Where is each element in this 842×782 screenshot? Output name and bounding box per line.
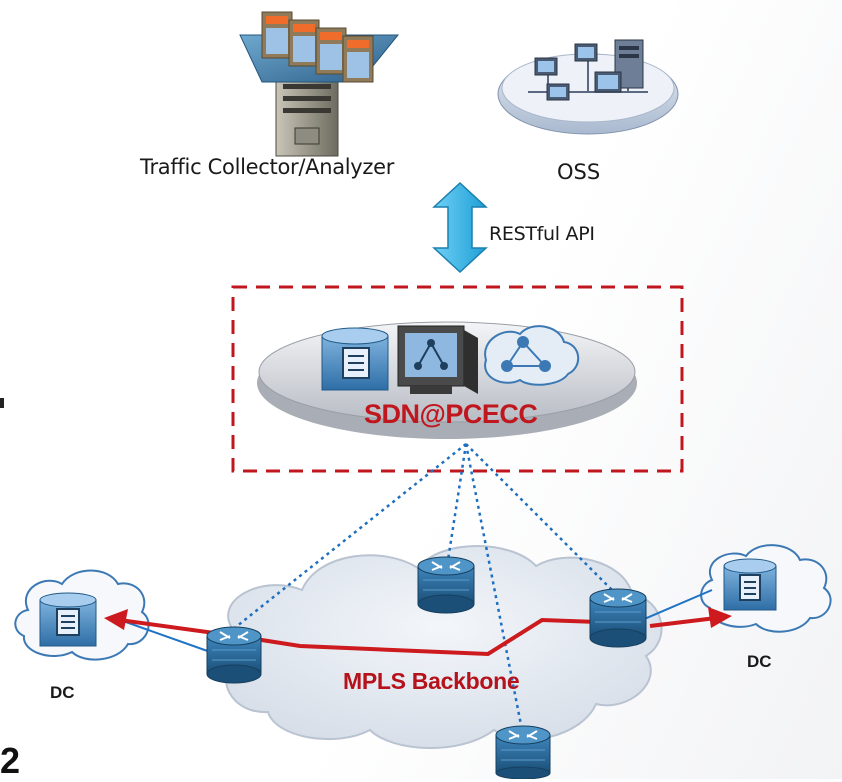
edge-glyph: 2 bbox=[0, 740, 21, 781]
edge-tick-mark bbox=[0, 398, 4, 408]
api-arrow-icon bbox=[432, 181, 488, 274]
dc-left-cloud bbox=[14, 569, 150, 661]
traffic-collector-icon bbox=[239, 11, 400, 157]
restful-api-label: RESTful API bbox=[489, 223, 595, 245]
topology-cloud-icon bbox=[484, 325, 579, 386]
backbone-cloud bbox=[218, 545, 663, 749]
traffic-collector-label: Traffic Collector/Analyzer bbox=[140, 155, 395, 179]
router-left-icon bbox=[206, 626, 262, 684]
dc-right-cloud bbox=[700, 544, 832, 633]
oss-icon bbox=[497, 39, 679, 135]
backbone-label: MPLS Backbone bbox=[343, 668, 520, 694]
topology-monitor-icon bbox=[397, 325, 478, 394]
router-right-icon bbox=[589, 588, 647, 648]
dc-right-label: DC bbox=[747, 652, 772, 671]
oss-label: OSS bbox=[557, 160, 601, 184]
database-icon bbox=[321, 327, 389, 391]
controller-boundary bbox=[231, 285, 684, 473]
traffic-path bbox=[104, 607, 732, 657]
router-top-icon bbox=[417, 556, 475, 614]
router-bottom-icon bbox=[495, 725, 551, 779]
dc-left-label: DC bbox=[50, 683, 75, 702]
control-links bbox=[231, 443, 615, 731]
controller-label: SDN@PCECC bbox=[364, 399, 538, 429]
